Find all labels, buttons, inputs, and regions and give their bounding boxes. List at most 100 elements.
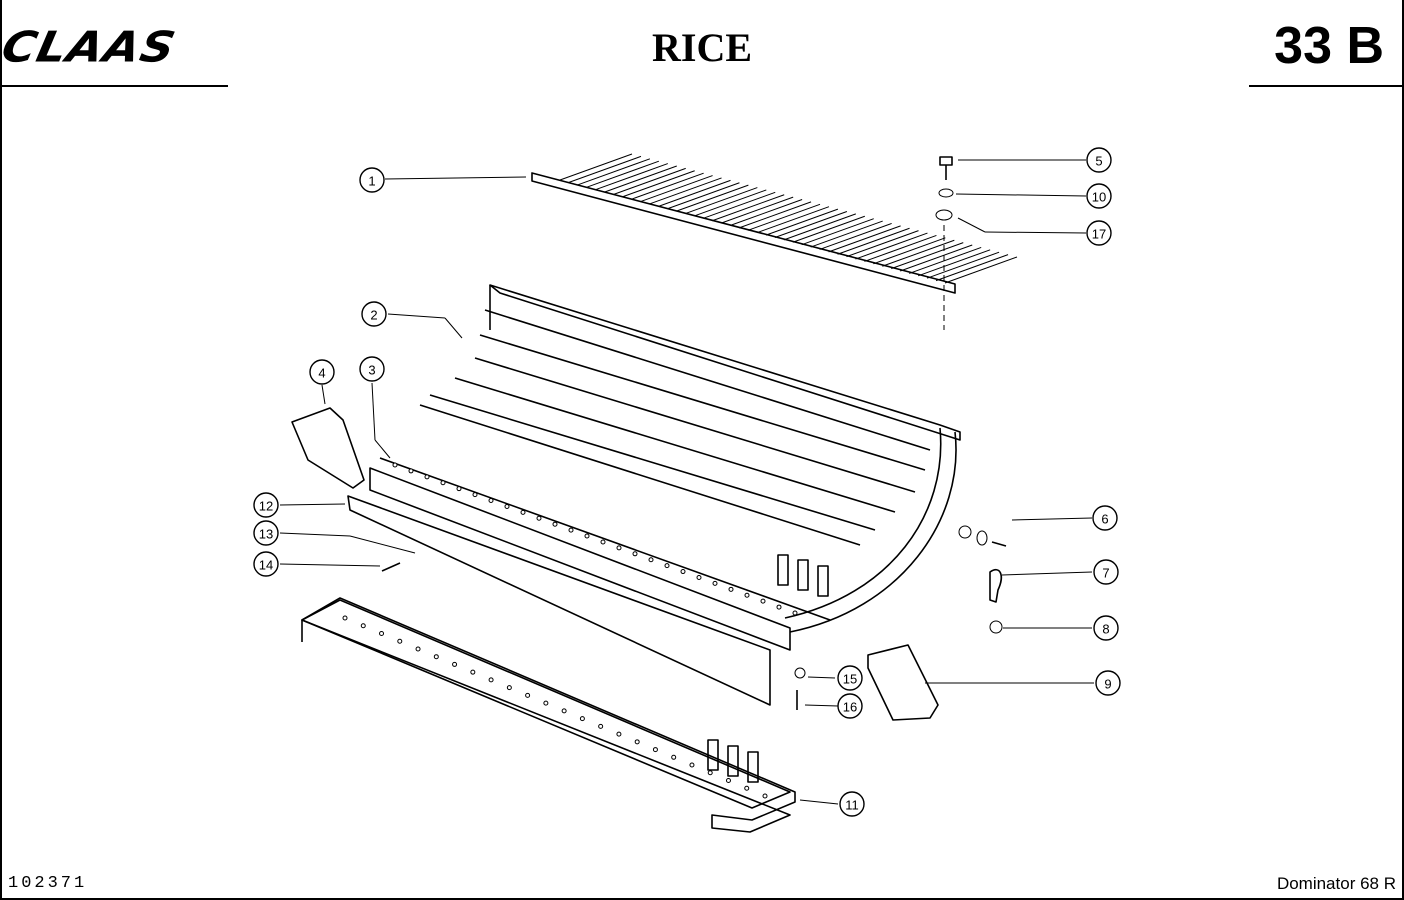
callout-17: 17: [1086, 220, 1112, 246]
tine: [882, 239, 955, 267]
callout-number: 15: [843, 672, 857, 687]
tine: [703, 191, 776, 219]
mount-hole: [616, 545, 622, 551]
tine: [756, 206, 830, 234]
concave-bar: [419, 404, 861, 546]
tine: [810, 220, 883, 248]
tine: [595, 163, 668, 191]
tine: [640, 175, 713, 203]
rail-hole: [579, 716, 585, 722]
tine: [935, 254, 1009, 282]
tine: [667, 182, 740, 210]
tine: [774, 211, 848, 238]
mount-hole: [552, 521, 558, 527]
callout-number: 11: [845, 798, 859, 813]
mount-hole: [632, 551, 638, 557]
tine: [649, 177, 722, 205]
concave-bar: [484, 309, 931, 451]
tine: [944, 256, 1018, 284]
rail-hole: [744, 785, 750, 791]
tine: [694, 189, 767, 217]
mount-hole: [504, 503, 510, 509]
mount-hole: [408, 468, 414, 474]
rail-hole: [598, 723, 604, 729]
tine: [658, 179, 731, 207]
tine: [685, 187, 758, 215]
mount-hole: [776, 604, 782, 610]
rail-hole: [652, 747, 658, 753]
mount-hole: [488, 498, 494, 504]
callout-2: 2: [361, 301, 387, 327]
rail-hole: [433, 654, 439, 660]
rail-hole: [506, 685, 512, 691]
logo-underline: [0, 85, 228, 87]
concave-bar: [479, 334, 926, 471]
tine: [864, 234, 937, 262]
tine: [712, 194, 785, 222]
mount-hole: [744, 592, 750, 598]
tine: [559, 153, 633, 181]
tine: [568, 155, 642, 183]
mount-hole: [440, 480, 446, 486]
rail-hole: [543, 700, 549, 706]
tine: [577, 158, 651, 186]
rail-hole: [470, 669, 476, 675]
tine: [622, 170, 695, 198]
tine: [631, 172, 704, 200]
concave-bar: [474, 357, 916, 493]
callout-7: 7: [1093, 559, 1119, 585]
tine: [765, 208, 839, 236]
part-bolt-washers: [935, 156, 954, 330]
rail-hole: [671, 754, 677, 760]
callout-10: 10: [1086, 183, 1112, 209]
tine: [586, 160, 660, 188]
part-side-plate-right: [867, 644, 939, 721]
callout-4: 4: [309, 359, 335, 385]
page-code-underline: [1249, 85, 1404, 87]
mount-hole: [568, 527, 574, 533]
tine: [846, 230, 919, 258]
mount-hole: [600, 539, 606, 545]
callout-13: 13: [253, 520, 279, 546]
callout-14: 14: [253, 551, 279, 577]
tine: [900, 244, 973, 272]
mount-hole: [792, 610, 798, 616]
part-screw: [381, 562, 401, 572]
tine: [676, 184, 749, 212]
tine: [604, 165, 677, 193]
callout-number: 3: [368, 363, 375, 378]
tine: [891, 242, 964, 270]
callout-12: 12: [253, 492, 279, 518]
tine: [873, 237, 946, 265]
tine: [909, 246, 982, 274]
callout-number: 2: [370, 308, 377, 323]
tine: [613, 167, 686, 195]
document-number: 102371: [8, 874, 88, 893]
callout-number: 6: [1101, 512, 1108, 527]
callout-number: 1: [368, 174, 375, 189]
callout-number: 14: [259, 558, 273, 573]
callout-5: 5: [1086, 147, 1112, 173]
mount-hole: [760, 598, 766, 604]
tine: [837, 227, 910, 255]
rail-hole: [415, 646, 421, 652]
rail-hole: [616, 731, 622, 737]
rail-hole: [488, 677, 494, 683]
callout-number: 5: [1095, 154, 1102, 169]
mount-hole: [696, 574, 702, 580]
rail-hole: [525, 692, 531, 698]
callout-number: 8: [1102, 622, 1109, 637]
mount-hole: [584, 533, 590, 539]
rail-hole: [397, 638, 403, 644]
mount-hole: [680, 569, 686, 575]
tine: [747, 203, 821, 231]
tine: [792, 215, 865, 243]
concave-bar: [454, 377, 896, 513]
concave-bar: [429, 394, 876, 531]
tine: [855, 232, 928, 260]
tine: [926, 251, 1000, 279]
callout-3: 3: [359, 356, 385, 382]
